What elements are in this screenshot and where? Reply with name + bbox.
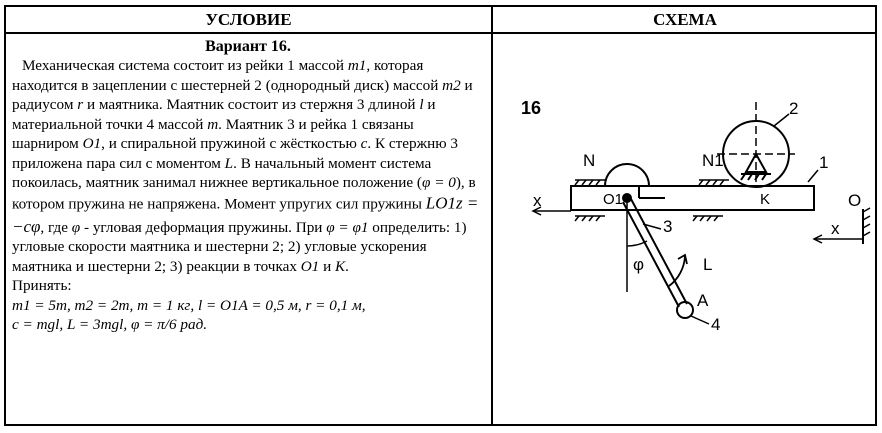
gear-support-icon [740, 151, 771, 181]
angle-phi1: φ = φ1 [326, 218, 369, 236]
leader-1 [807, 169, 819, 183]
mass-m2: m2 [442, 76, 461, 94]
mass-m1: m1 [347, 57, 367, 74]
label-4: 4 [711, 315, 720, 334]
support-hatch-bottom-right [692, 215, 723, 222]
label-n: N [583, 151, 595, 170]
scheme-header: СХЕМА [653, 10, 717, 29]
task-table: УСЛОВИЕ СХЕМА Вариант 16. Механическая с… [4, 5, 877, 426]
given-values-line-2: c = mgl, L = 3mgl, φ = π/6 рад. [12, 316, 208, 333]
leader-2 [773, 113, 790, 127]
label-k: K [760, 191, 770, 208]
label-x-right: x [831, 219, 840, 238]
x-distance-arrowhead [812, 234, 823, 244]
rod-3-edge-a [622, 201, 680, 308]
moment-l-arrowhead [677, 253, 688, 265]
leader-3 [642, 223, 662, 230]
hinge-o1-point [622, 193, 632, 203]
moment-l: L [224, 154, 234, 172]
scheme-variant-number: 16 [521, 98, 541, 118]
spring-arc [604, 163, 650, 187]
label-1: 1 [819, 153, 828, 172]
leader-4 [690, 315, 710, 325]
mass-m: m [207, 115, 219, 133]
support-hatch-bottom-left [574, 215, 605, 222]
spring-moment-formula: LO1z = −cφ [12, 192, 479, 236]
given-values-line-1: m1 = 5m, m2 = 2m, m = 1 кг, l = O1A = 0,… [12, 296, 366, 314]
support-hatch-n1 [698, 179, 729, 186]
point-k: K [335, 257, 346, 275]
label-2: 2 [789, 99, 798, 118]
rack-1 [570, 185, 815, 211]
scheme-panel: 16 N N1 1 2 3 4 O1 K x x O φ L A [493, 34, 877, 426]
hinge-o1: O1 [82, 135, 102, 152]
mechanism-diagram: 16 N N1 1 2 3 4 O1 K x x O φ L A [521, 98, 871, 334]
initial-angle: φ = 0 [422, 174, 456, 191]
point-o1: O1 [300, 257, 320, 275]
angle-phi: φ [71, 218, 81, 236]
length-l: l [419, 96, 424, 113]
moment-l-arc [668, 255, 686, 287]
table-header-row: УСЛОВИЕ СХЕМА [6, 7, 875, 34]
angle-phi-arc [626, 240, 648, 247]
label-o: O [848, 191, 861, 210]
label-a: A [697, 291, 709, 310]
label-phi: φ [633, 255, 644, 274]
stiffness-c: c [360, 135, 368, 152]
support-hatch-n [574, 179, 605, 186]
condition-header: УСЛОВИЕ [205, 10, 292, 29]
variant-title: Вариант 16. [205, 38, 291, 55]
x-axis-arrowhead [531, 206, 542, 216]
problem-statement: Механическая система состоит из рейки 1 … [12, 57, 479, 275]
label-o1: O1 [603, 191, 623, 208]
label-moment-l: L [703, 255, 712, 274]
point-mass-4 [676, 301, 694, 319]
radius-r: r [77, 96, 84, 113]
label-n1: N1 [702, 151, 724, 170]
label-x-left: x [533, 191, 542, 210]
column-divider [491, 7, 493, 424]
condition-text: Вариант 16. Механическая система состоит… [12, 37, 484, 335]
accept-label: Принять: [12, 277, 72, 294]
label-3: 3 [663, 217, 672, 236]
rod-3-edge-b [630, 198, 688, 305]
